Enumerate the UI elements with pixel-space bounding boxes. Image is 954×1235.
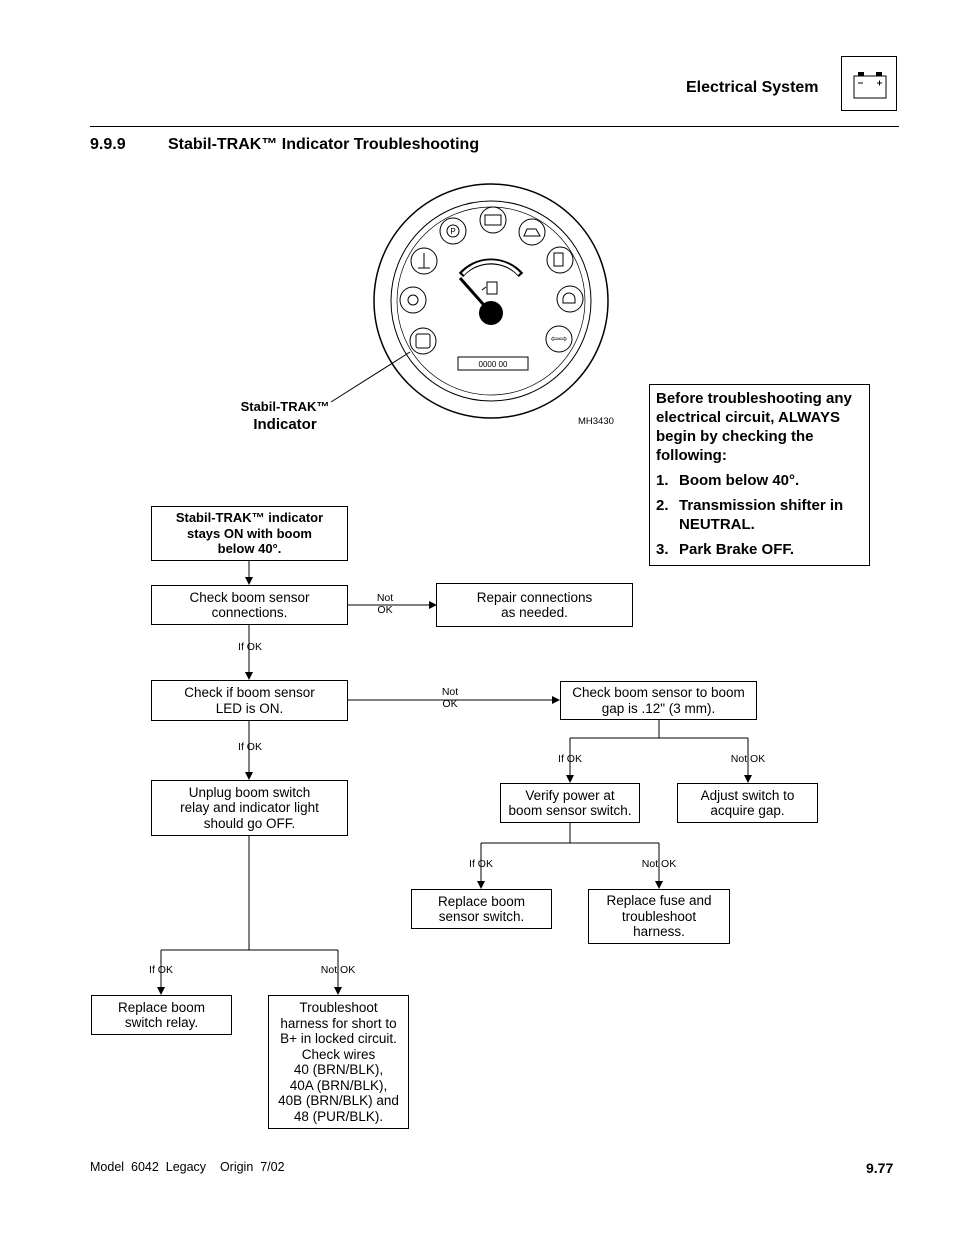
note-item: 1.Boom below 40°. bbox=[656, 472, 800, 489]
note-checklist: 1.Boom below 40°. 2.Transmission shifter… bbox=[656, 471, 863, 559]
figure-id: MH3430 bbox=[578, 416, 614, 427]
label-not-ok: Not OK bbox=[441, 686, 459, 710]
label-if-ok: If OK bbox=[238, 741, 262, 753]
battery-warning-icon bbox=[479, 206, 507, 234]
gauge-caption-line2: Indicator bbox=[253, 416, 317, 433]
unplug-relay-box: Unplug boom switch relay and indicator l… bbox=[151, 780, 348, 836]
note-intro: Before troubleshooting any electrical ci… bbox=[656, 390, 852, 464]
footer-model-info: Model 6042 Legacy Origin 7/02 bbox=[90, 1160, 285, 1174]
note-item: 3.Park Brake OFF. bbox=[656, 541, 795, 558]
label-if-ok: If OK bbox=[558, 753, 582, 765]
park-brake-icon bbox=[439, 217, 467, 245]
label-not-ok: Not OK bbox=[376, 592, 394, 616]
headlight-icon bbox=[556, 285, 584, 313]
turn-signal-icon bbox=[545, 325, 573, 353]
label-not-ok: Not OK bbox=[320, 964, 356, 976]
transmission-temp-icon bbox=[399, 286, 427, 314]
odometer-readout: 0000 00 bbox=[479, 360, 508, 369]
verify-power-box: Verify power at boom sensor switch. bbox=[500, 783, 640, 823]
battery-icon bbox=[841, 56, 897, 111]
gauge-callout-caption: Stabil-TRAK™ Indicator bbox=[222, 399, 348, 433]
check-led-box: Check if boom sensor LED is ON. bbox=[151, 680, 348, 721]
header-divider bbox=[90, 126, 899, 127]
label-not-ok: Not OK bbox=[730, 753, 766, 765]
replace-relay-box: Replace boom switch relay. bbox=[91, 995, 232, 1035]
replace-sensor-box: Replace boom sensor switch. bbox=[411, 889, 552, 929]
stabil-trak-small-icon bbox=[481, 281, 498, 295]
prerequisite-note-box: Before troubleshooting any electrical ci… bbox=[649, 384, 870, 566]
oil-can-icon bbox=[518, 218, 546, 246]
svg-text:⇦⇨: ⇦⇨ bbox=[551, 334, 568, 345]
gauge-caption-line1: Stabil-TRAK™ bbox=[240, 399, 330, 414]
replace-fuse-box: Replace fuse and troubleshoot harness. bbox=[588, 889, 730, 944]
page-number: 9.77 bbox=[866, 1160, 894, 1176]
section-header-title: Electrical System bbox=[686, 79, 819, 96]
troubleshoot-harness-box: Troubleshoot harness for short to B+ in … bbox=[268, 995, 409, 1129]
label-not-ok: Not OK bbox=[641, 858, 677, 870]
label-if-ok: If OK bbox=[469, 858, 493, 870]
check-gap-box: Check boom sensor to boom gap is .12" (3… bbox=[560, 681, 757, 720]
section-number: 9.9.9 bbox=[90, 136, 126, 153]
check-connections-box: Check boom sensor connections. bbox=[151, 585, 348, 625]
adjust-switch-box: Adjust switch to acquire gap. bbox=[677, 783, 818, 823]
svg-text:P: P bbox=[450, 227, 455, 236]
section-title: Stabil-TRAK™ Indicator Troubleshooting bbox=[168, 136, 480, 153]
note-item: 2.Transmission shifter in NEUTRAL. bbox=[656, 497, 844, 533]
label-if-ok: If OK bbox=[149, 964, 173, 976]
repair-connections-box: Repair connections as needed. bbox=[436, 583, 633, 627]
flow-start-box: Stabil-TRAK™ indicator stays ON with boo… bbox=[151, 506, 348, 561]
label-if-ok: If OK bbox=[238, 641, 262, 653]
